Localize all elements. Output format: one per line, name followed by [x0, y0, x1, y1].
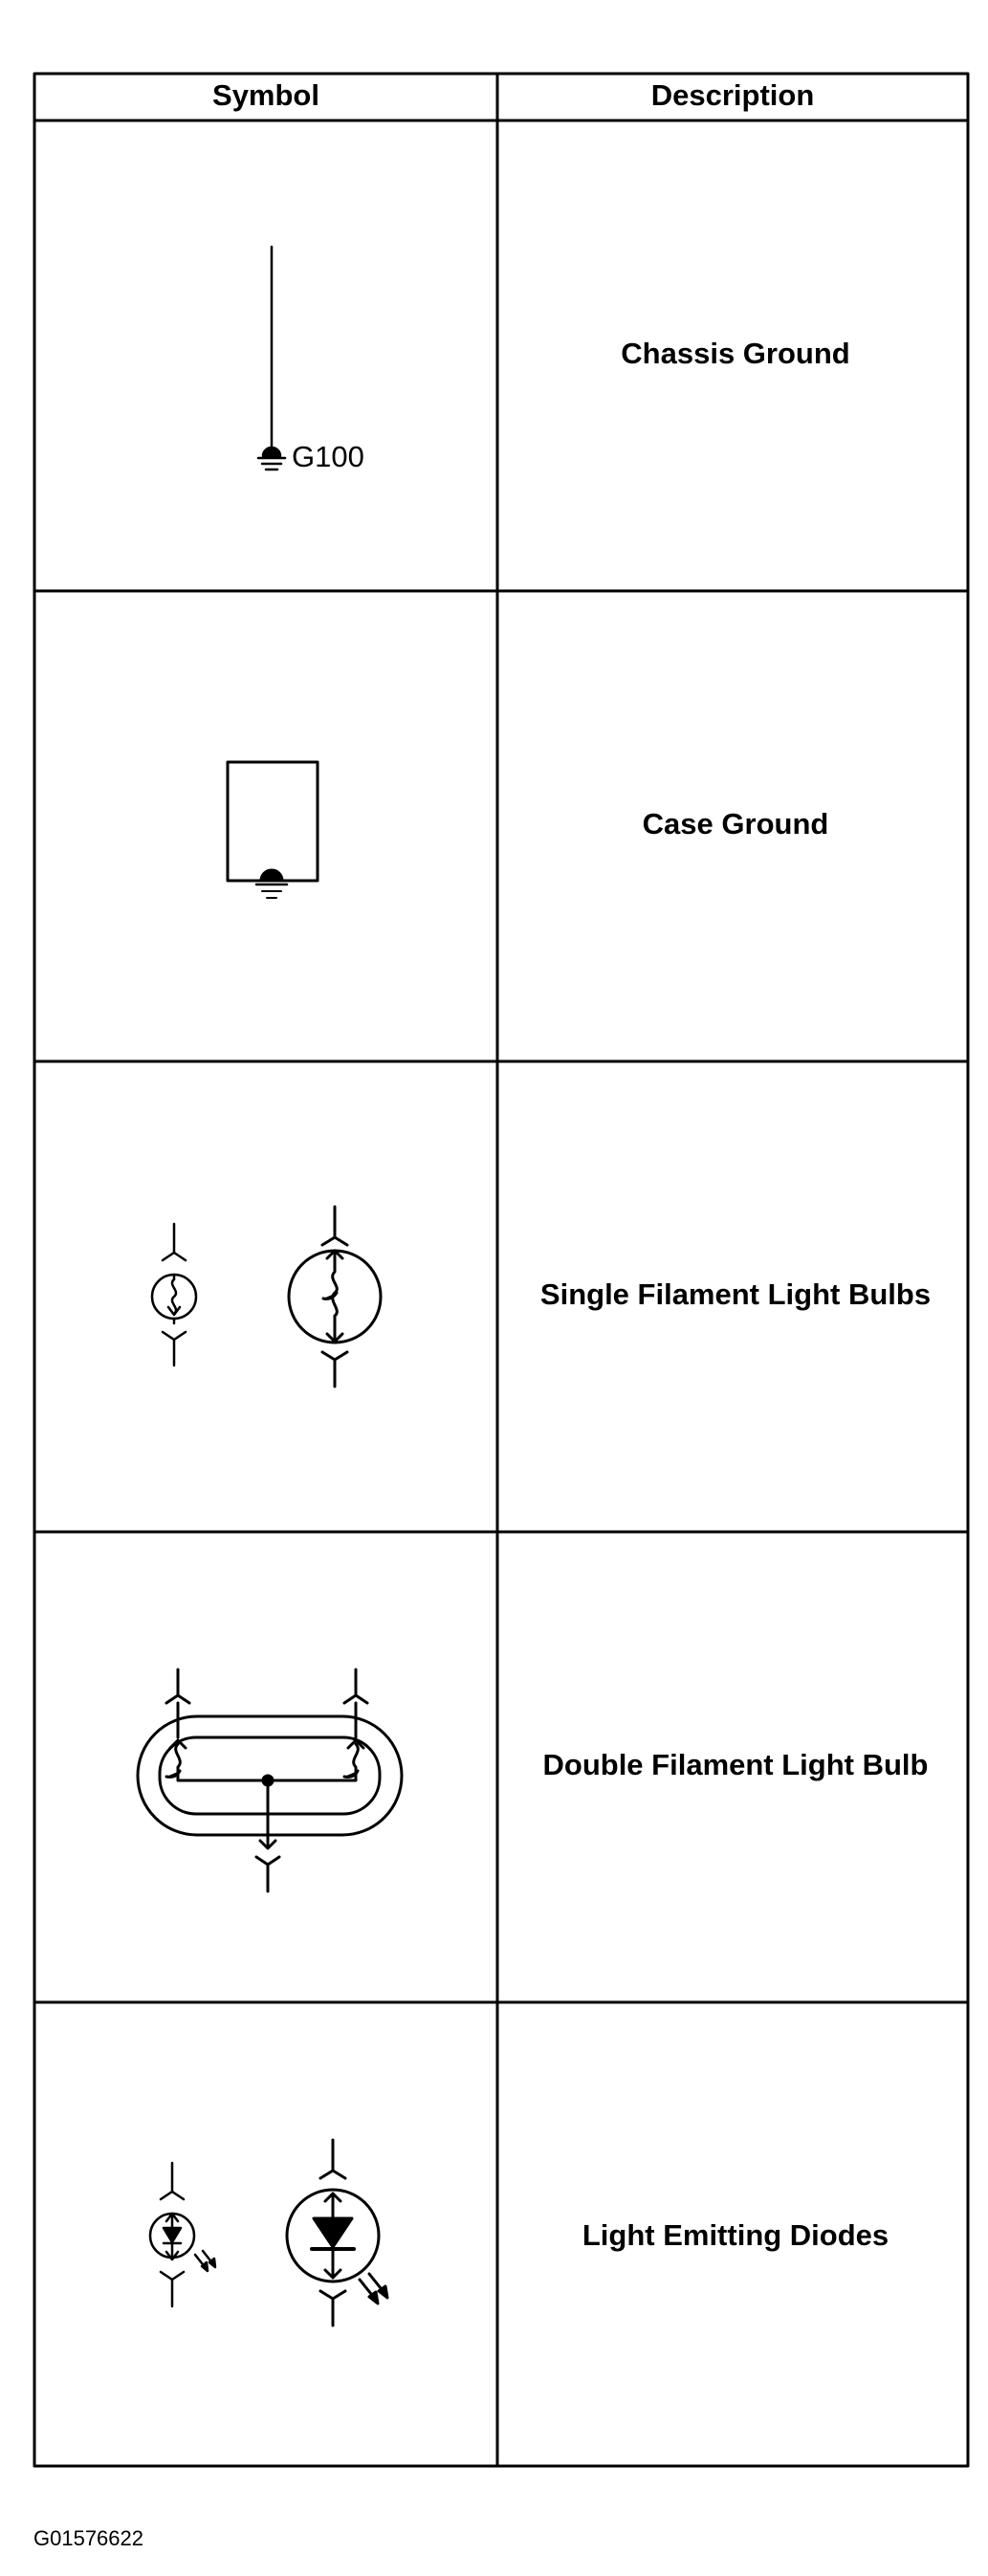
- led-description: Light Emitting Diodes: [582, 2218, 889, 2252]
- led-small-symbol: [148, 2161, 217, 2308]
- case-ground-description: Case Ground: [642, 807, 829, 840]
- led-large-symbol: [285, 2138, 389, 2327]
- symbol-column-header: Symbol: [212, 78, 319, 112]
- double-filament-bulb-description: Double Filament Light Bulb: [542, 1748, 929, 1781]
- figure-id: G01576622: [33, 2526, 143, 2550]
- chassis-ground-label: G100: [292, 440, 364, 473]
- table-grid: [33, 72, 970, 2468]
- double-filament-bulb-symbol: [136, 1668, 404, 1893]
- single-filament-bulbs-description: Single Filament Light Bulbs: [539, 1277, 932, 1311]
- single-filament-bulb-small-symbol: [150, 1222, 198, 1367]
- case-ground-symbol: [226, 760, 319, 899]
- chassis-ground-symbol: [256, 245, 287, 471]
- description-column-header: Description: [650, 78, 815, 112]
- single-filament-bulb-large-symbol: [287, 1205, 383, 1388]
- chassis-ground-description: Chassis Ground: [621, 337, 850, 370]
